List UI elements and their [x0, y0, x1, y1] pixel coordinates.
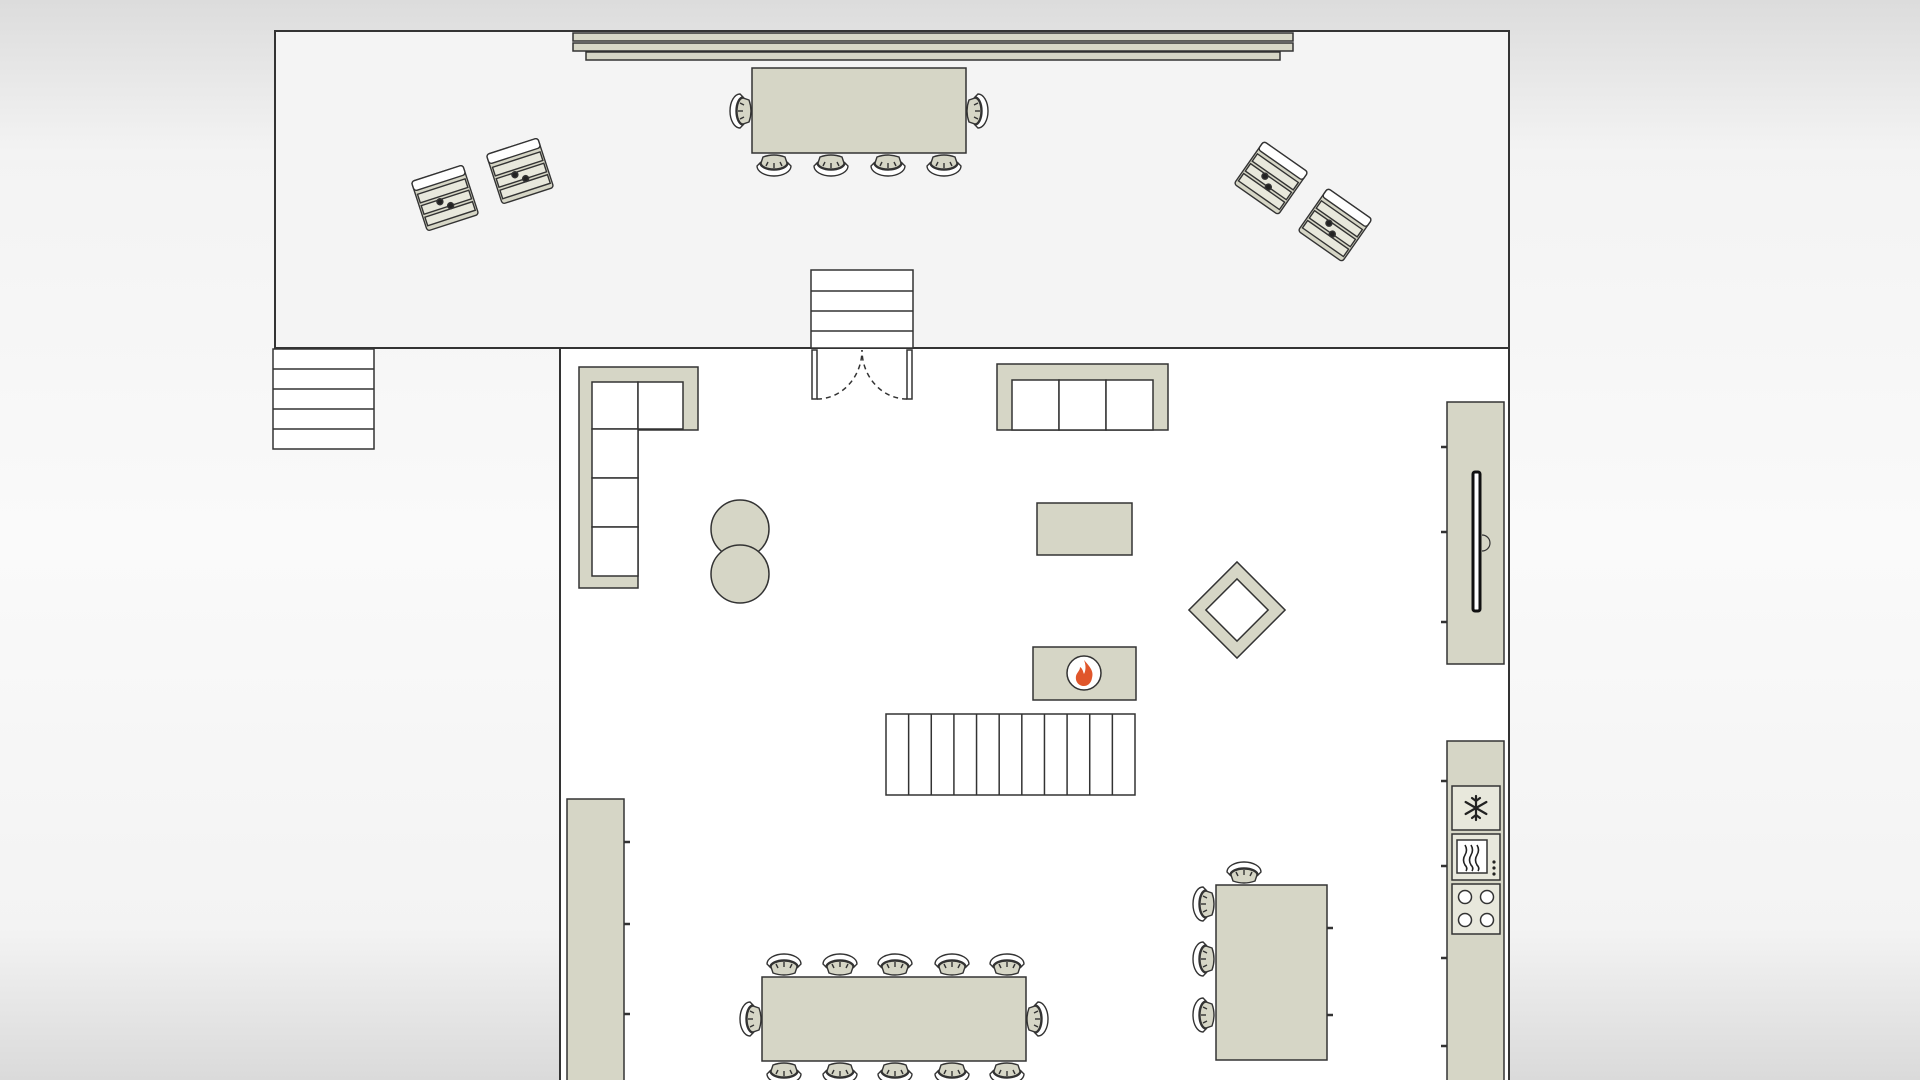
tv-wall-unit	[1441, 401, 1505, 665]
chair-east	[966, 93, 989, 129]
island-stool-2	[1192, 941, 1215, 977]
entry-steps	[810, 269, 914, 349]
flame-icon	[1075, 660, 1093, 686]
tv-screen	[1471, 470, 1482, 613]
terrace-dining-table	[751, 67, 967, 154]
three-seat-sofa	[996, 363, 1169, 431]
chair-south-1	[756, 154, 792, 177]
fridge-appliance	[1451, 785, 1501, 831]
coffee-table	[1036, 502, 1133, 556]
fireplace	[1032, 646, 1137, 701]
dining-chair-top-5	[989, 953, 1025, 976]
chair-south-4	[926, 154, 962, 177]
french-doors	[811, 349, 913, 400]
oven-appliance	[1451, 833, 1501, 881]
dining-chair-bottom-1	[766, 1062, 802, 1080]
island-stool-1	[1192, 886, 1215, 922]
dining-chair-top-3	[877, 953, 913, 976]
dining-chair-bottom-4	[934, 1062, 970, 1080]
kitchen-island-set	[1192, 861, 1333, 1061]
dining-chair-bottom-2	[822, 1062, 858, 1080]
side-steps	[272, 348, 375, 450]
cooktop-appliance	[1451, 883, 1501, 935]
armchair	[1187, 560, 1287, 660]
chair-south-2	[813, 154, 849, 177]
pergola-beam	[572, 32, 1294, 61]
dining-table	[761, 976, 1027, 1062]
dining-set	[739, 953, 1049, 1080]
dining-chair-top-2	[822, 953, 858, 976]
dining-chair-west	[739, 1001, 762, 1037]
dining-chair-east	[1026, 1001, 1049, 1037]
round-poufs	[710, 499, 770, 604]
dining-chair-top-1	[766, 953, 802, 976]
corner-sofa	[578, 366, 699, 589]
dining-chair-bottom-3	[877, 1062, 913, 1080]
kitchen-island	[1215, 884, 1328, 1061]
snowflake-icon	[1464, 794, 1488, 822]
island-stool-3	[1192, 997, 1215, 1033]
staircase	[885, 713, 1136, 796]
chair-south-3	[870, 154, 906, 177]
dining-chair-top-4	[934, 953, 970, 976]
left-wall-cabinet	[566, 798, 630, 1080]
kitchen-counter	[1441, 740, 1505, 1080]
island-stool-top	[1226, 861, 1262, 884]
terrace-dining-set	[729, 67, 989, 177]
heat-waves-icon	[1462, 844, 1480, 872]
round-pouf-2	[710, 544, 770, 604]
dining-chair-bottom-5	[989, 1062, 1025, 1080]
chair-west	[729, 93, 752, 129]
